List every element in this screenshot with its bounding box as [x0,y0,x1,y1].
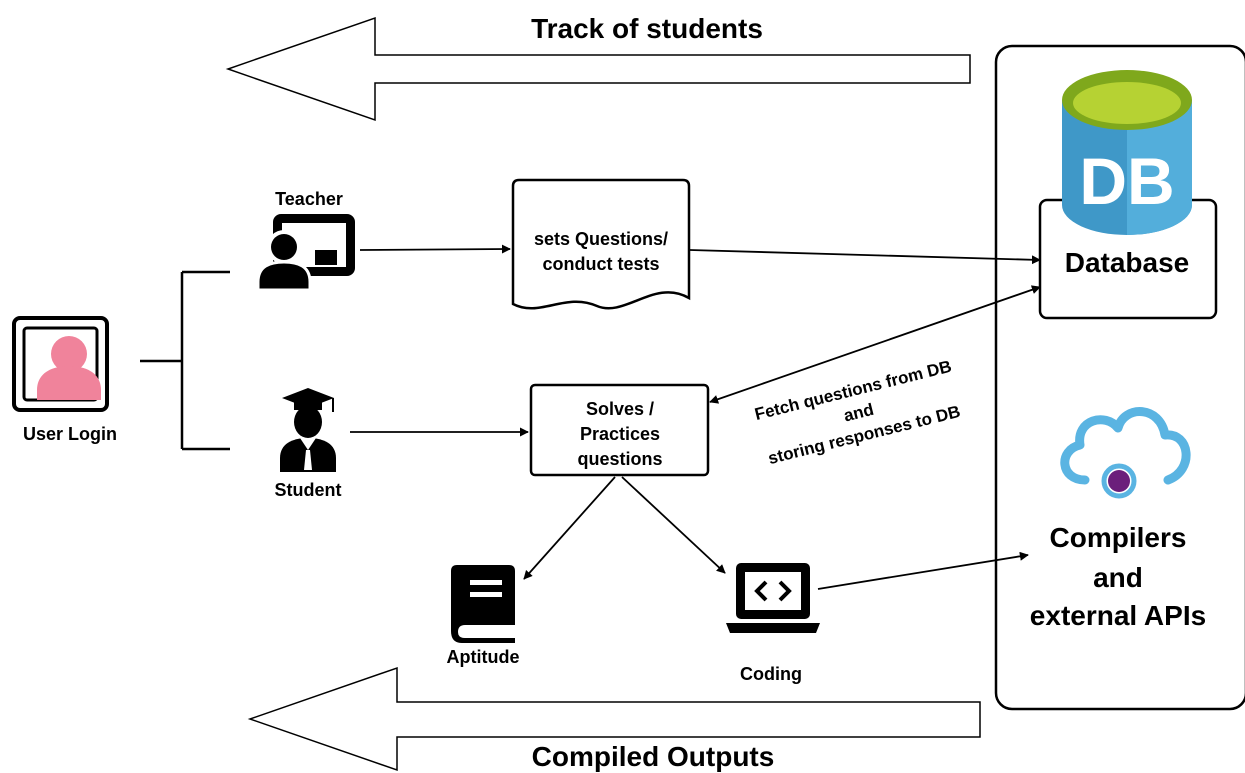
sets-questions-line2: conduct tests [542,254,659,274]
laptop-code-icon [726,563,820,633]
student-icon [280,388,336,472]
compiled-outputs-label: Compiled Outputs [532,741,775,772]
teacher-icon [256,214,355,292]
compilers-label-line1: Compilers [1050,522,1187,553]
coding-label: Coding [740,664,802,684]
aptitude-label: Aptitude [447,647,520,667]
db-logo-text: DB [1079,144,1174,218]
solves-line2: Practices [580,424,660,444]
solves-line1: Solves / [586,399,654,419]
coding-to-compilers-arrow [817,551,1029,590]
compilers-label-line2: and [1093,562,1143,593]
fetch-label: Fetch questions from DB and storing resp… [753,357,963,468]
student-label: Student [275,480,342,500]
solves-to-coding-arrow [621,476,726,574]
track-of-students-arrow [225,16,971,122]
solves-to-aptitude-arrow [523,476,616,580]
compiled-outputs-arrow [247,666,981,772]
compilers-label-line3: external APIs [1030,600,1206,631]
cloud-icon [1060,407,1191,499]
teacher-to-questions-arrow [359,244,511,254]
teacher-label: Teacher [275,189,343,209]
login-branch-connector [140,270,230,451]
user-icon [12,316,109,412]
book-icon [451,565,515,643]
database-label: Database [1065,247,1190,278]
database-icon: DB [1062,70,1192,235]
fetch-label-line2: and [842,400,876,426]
questions-to-database-arrow [689,249,1041,265]
solves-database-bidirectional-arrow [709,285,1041,404]
user-login-label: User Login [23,424,117,444]
solves-questions-box [529,383,710,477]
sets-questions-line1: sets Questions/ [534,229,668,249]
sets-questions-document [511,178,691,310]
solves-line3: questions [577,449,662,469]
track-of-students-label: Track of students [531,13,763,44]
